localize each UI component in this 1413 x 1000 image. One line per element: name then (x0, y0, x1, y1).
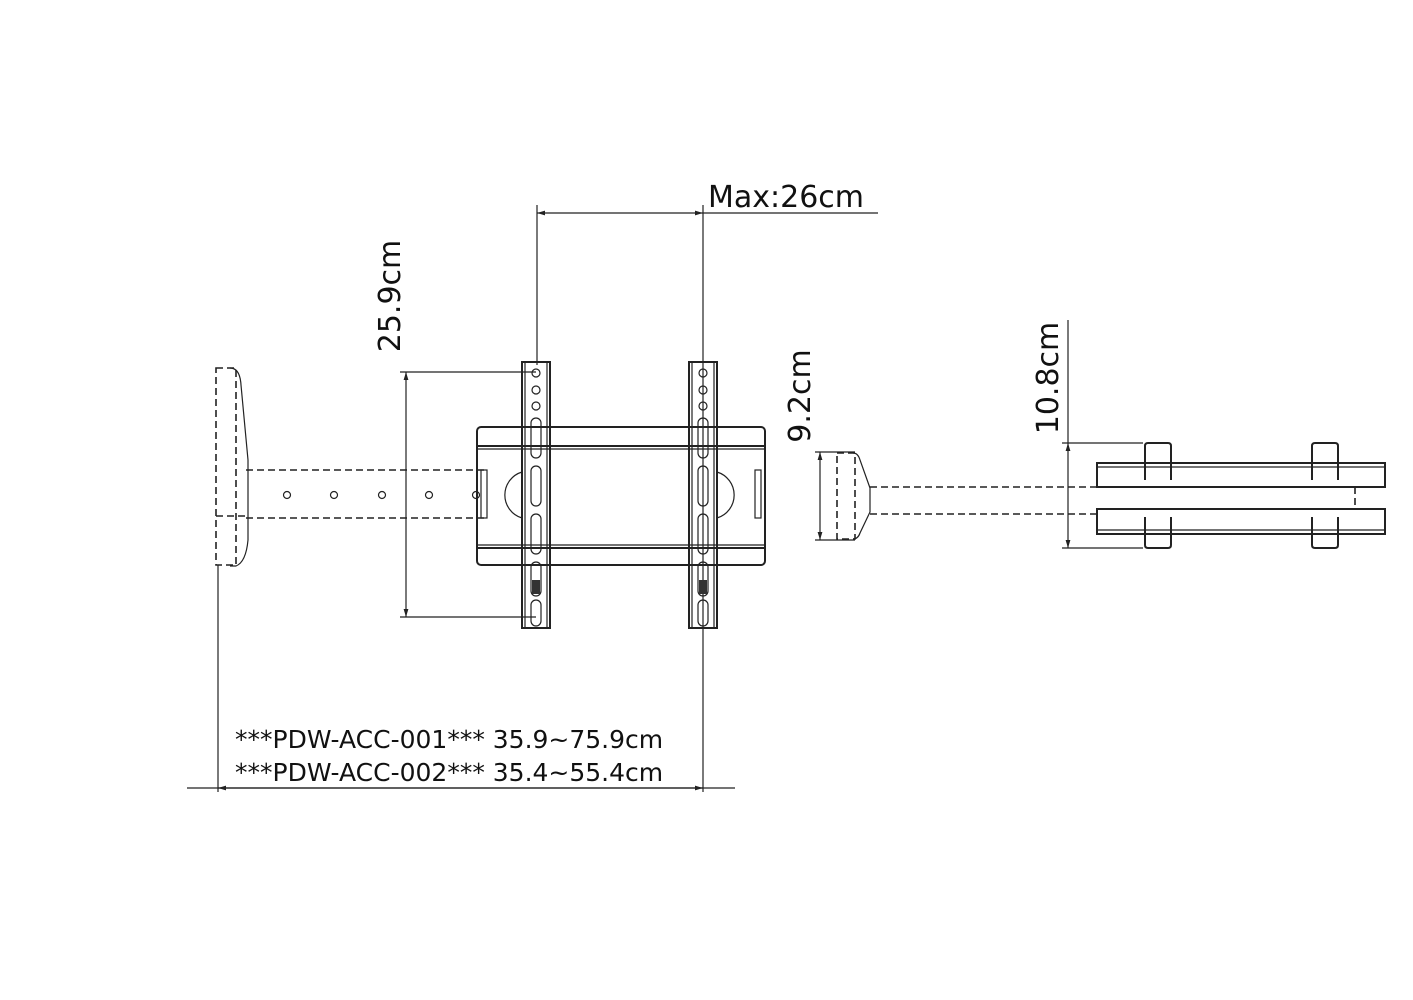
extension-label-acc-002: ***PDW-ACC-002*** 35.4~55.4cm (235, 758, 663, 787)
bracket-height-dimension: 25.9cm (373, 240, 536, 618)
side-view-wall-plate: 9.2cm (783, 349, 871, 541)
rail-height-label: 10.8cm (1031, 322, 1066, 435)
bracket-height-label: 25.9cm (373, 240, 408, 353)
vertical-strip-right (688, 361, 718, 629)
center-plate (476, 426, 766, 566)
plate-height-label: 9.2cm (783, 349, 818, 442)
extension-length-dimension: ***PDW-ACC-001*** 35.9~75.9cm ***PDW-ACC… (187, 565, 735, 792)
extension-arm-front (246, 469, 488, 519)
max-width-label: Max:26cm (708, 180, 864, 215)
extension-label-acc-001: ***PDW-ACC-001*** 35.9~75.9cm (235, 725, 663, 754)
max-width-dimension: Max:26cm (536, 180, 878, 792)
vertical-strip-left (521, 361, 551, 629)
rail-height-dimension: 10.8cm (1031, 320, 1143, 549)
side-view-arm (870, 486, 1097, 515)
side-view-rails (1096, 442, 1386, 549)
wall-plate-front (215, 367, 249, 567)
